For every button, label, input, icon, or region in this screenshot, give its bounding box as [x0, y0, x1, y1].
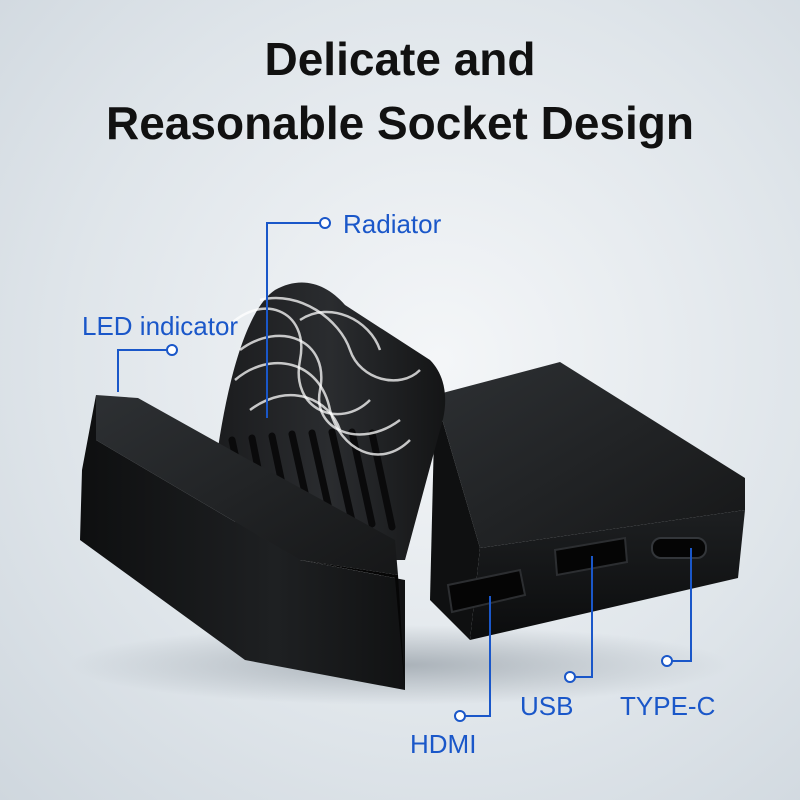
radiator-label: Radiator — [343, 209, 442, 239]
headline-line-2: Reasonable Socket Design — [106, 97, 694, 149]
radiator-callout-line — [266, 222, 325, 418]
hdmi-port — [446, 568, 527, 614]
radiator-dot — [319, 217, 331, 229]
led-dot — [166, 344, 178, 356]
callout-lines — [117, 222, 692, 717]
usb-label: USB — [520, 691, 574, 721]
typec-label: TYPE-C — [620, 691, 716, 721]
headline-line-1: Delicate and — [264, 33, 536, 85]
hdmi-dot — [454, 710, 466, 722]
front-cradle — [80, 395, 405, 690]
typec-port — [651, 537, 707, 559]
led-indicator-label: LED indicator — [82, 311, 239, 341]
callout-dots — [166, 217, 673, 722]
led-callout-line — [117, 349, 172, 392]
typec-callout-line — [667, 548, 692, 662]
hdmi-label: HDMI — [410, 729, 477, 759]
typec-dot — [661, 655, 673, 667]
port-box — [430, 362, 745, 640]
heat-swirl — [224, 296, 421, 456]
hdmi-callout-line — [460, 596, 491, 717]
usb-dot — [564, 671, 576, 683]
usb-callout-line — [570, 556, 593, 678]
